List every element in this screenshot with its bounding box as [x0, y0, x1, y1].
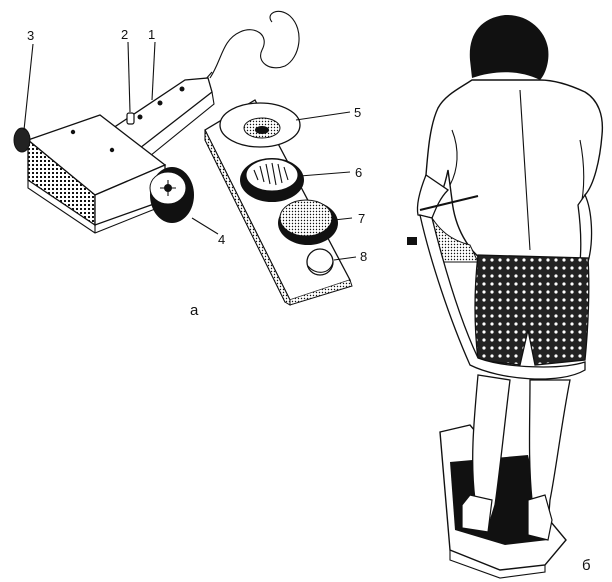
- callout-4: 4: [218, 232, 225, 247]
- massager-device: [13, 10, 300, 234]
- callout-1: 1: [148, 27, 155, 42]
- callout-leaders: [23, 41, 357, 261]
- panel-b-label: б: [582, 557, 591, 574]
- power-cord: [209, 10, 300, 79]
- callout-5: 5: [354, 105, 361, 120]
- callout-2: 2: [121, 27, 128, 42]
- man-figure: [407, 14, 604, 541]
- attachments-tray: [204, 99, 353, 306]
- callout-3: 3: [27, 28, 34, 43]
- speed-knob: [13, 127, 31, 153]
- head: [469, 14, 549, 81]
- vibration-belt: [419, 214, 586, 380]
- callout-labels: 1 2 3 4 5 6 7 8 а: [27, 27, 367, 319]
- ball-attachment: [306, 248, 334, 276]
- callout-8: 8: [360, 249, 367, 264]
- callout-6: 6: [355, 165, 362, 180]
- panel-a-label: а: [190, 302, 199, 319]
- callout-7: 7: [358, 211, 365, 226]
- power-switch: [126, 112, 135, 125]
- shorts: [474, 254, 590, 366]
